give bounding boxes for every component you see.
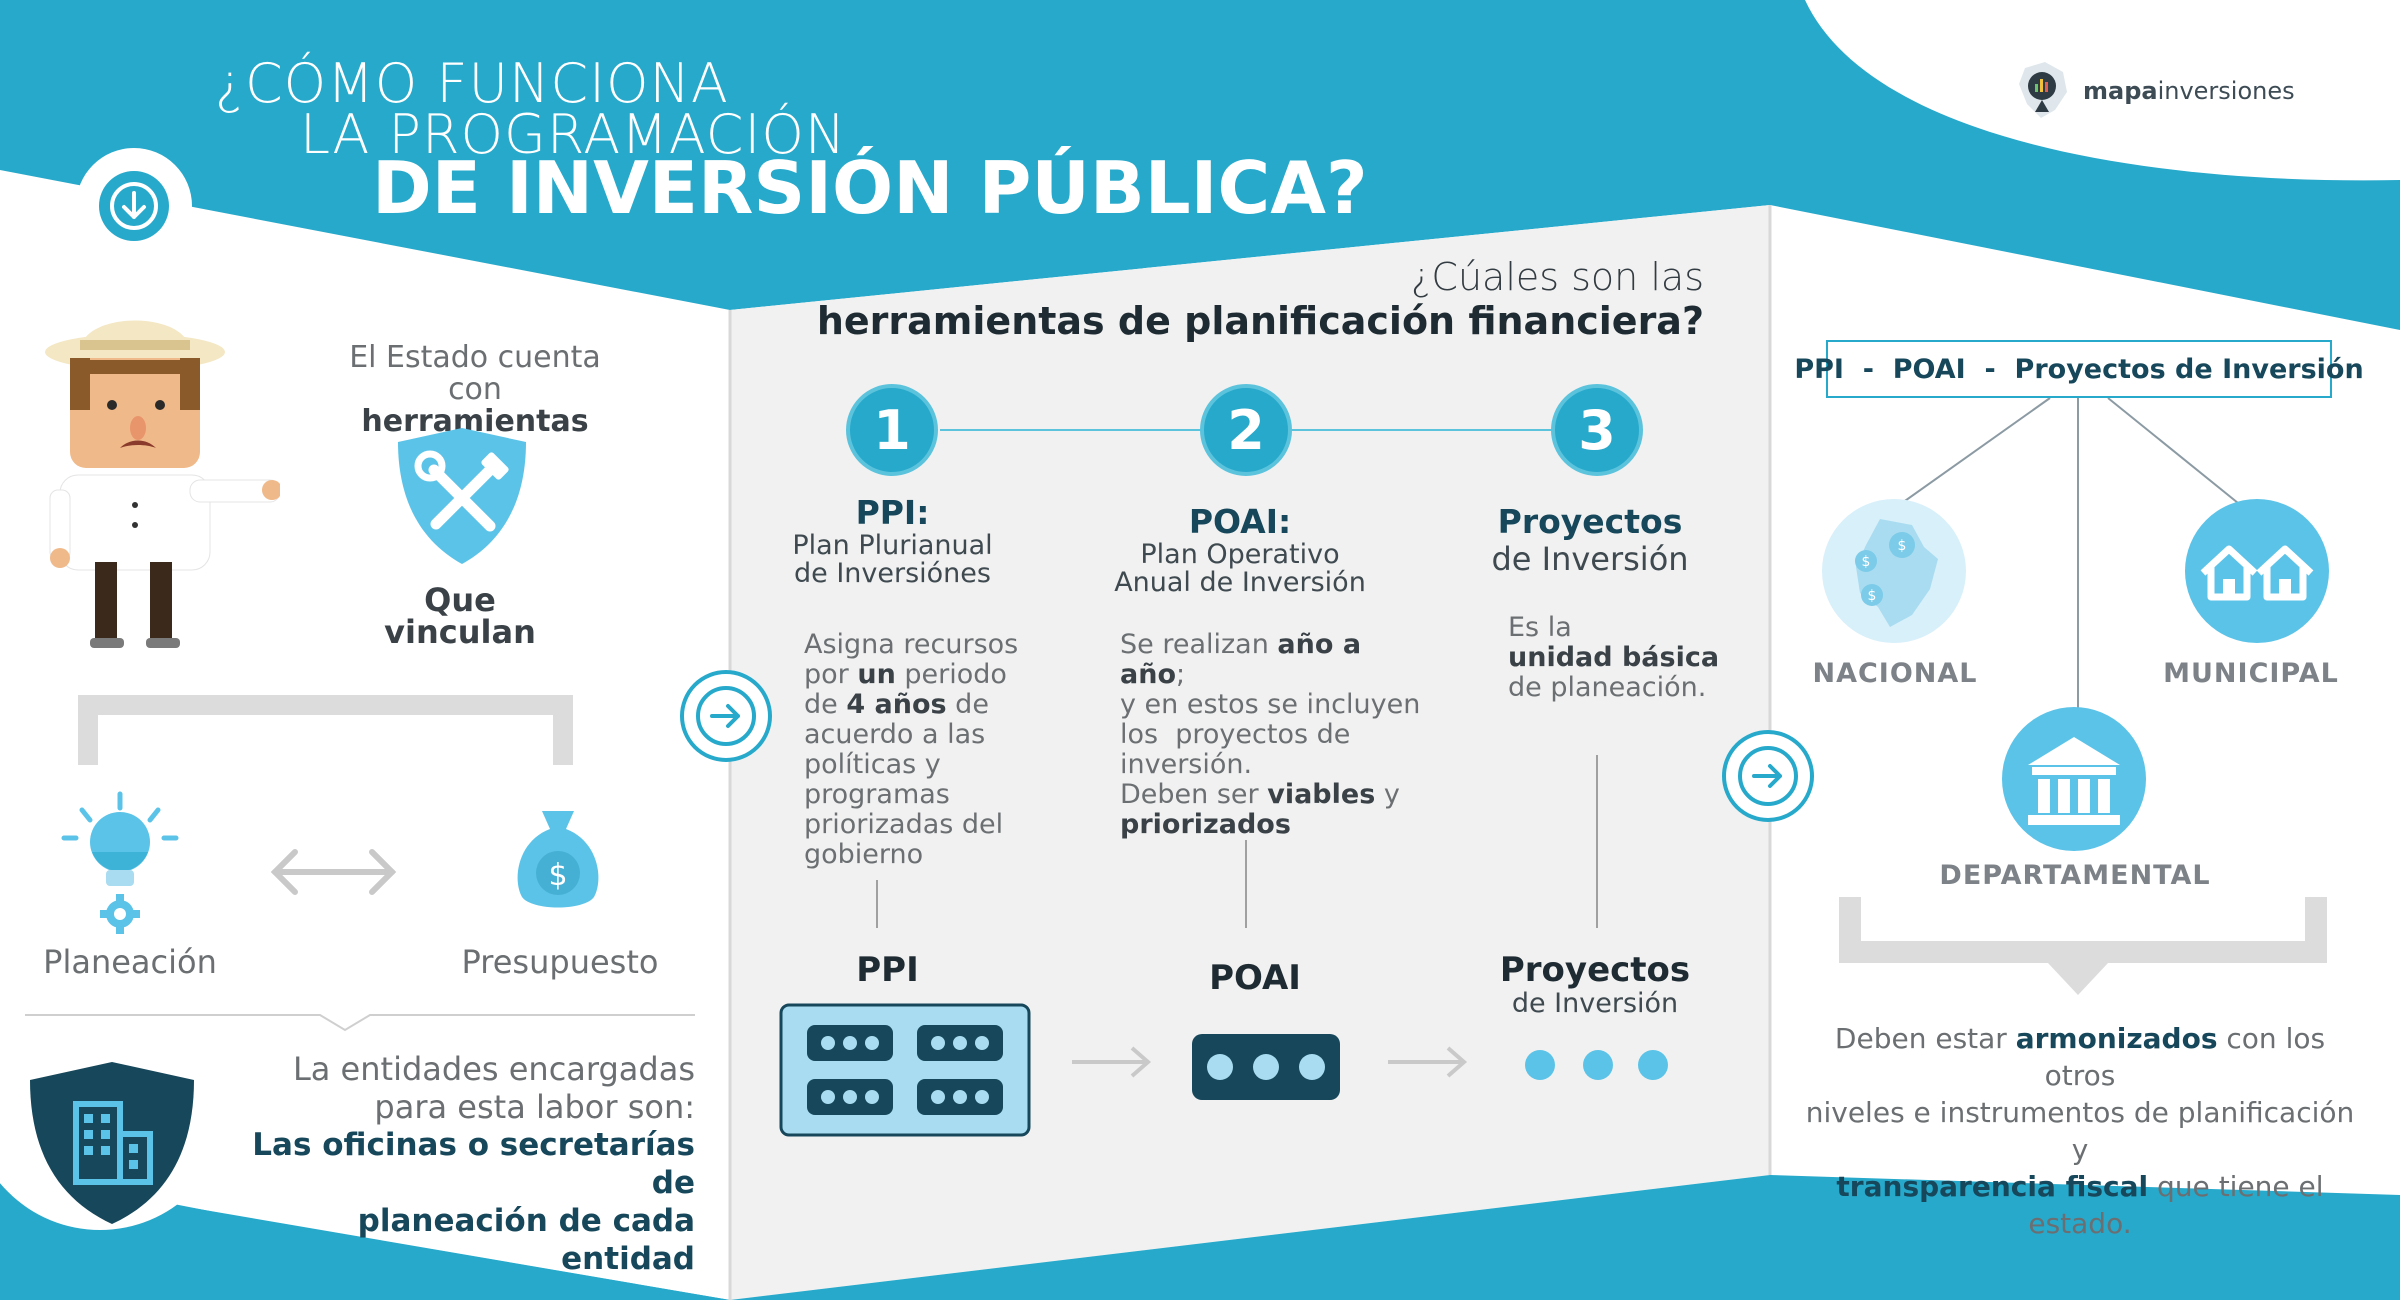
tools-question-line-1: ¿Cúales son las bbox=[1411, 255, 1704, 299]
scroll-down-button[interactable] bbox=[97, 169, 171, 243]
step-2-title: POAI: bbox=[1188, 502, 1292, 541]
desc-1-line: políticas y bbox=[804, 749, 941, 780]
desc-3-line: unidad básica bbox=[1508, 642, 1720, 673]
logo-map-icon bbox=[2019, 62, 2067, 118]
next-panel-button-1[interactable] bbox=[680, 670, 772, 762]
desc-3-line: Es la bbox=[1508, 612, 1572, 643]
harmonized-line-1: Deben estar armonizados con los otros bbox=[1834, 1022, 2326, 1092]
projects-dots-icon bbox=[1525, 1050, 1668, 1080]
title-line-1: ¿CÓMO FUNCIONA bbox=[215, 52, 729, 115]
desc-2-line: inversión. bbox=[1120, 749, 1253, 780]
entities-text: La entidades encargadas para esta labor … bbox=[220, 1050, 695, 1278]
step-2-sub-2: Anual de Inversión bbox=[1114, 567, 1366, 598]
bottom-projects-line-2: de Inversión bbox=[1511, 988, 1679, 1019]
desc-1-line: priorizadas del bbox=[804, 809, 1004, 840]
step-3-sub-1: de Inversión bbox=[1491, 540, 1689, 578]
step-1-header: PPI: Plan Plurianual de Inversiónes bbox=[760, 493, 1025, 588]
step-2-header: POAI: Plan Operativo Anual de Inversión bbox=[1100, 502, 1380, 597]
desc-1-line: por un periodo bbox=[804, 659, 1007, 690]
step-number-3: 3 bbox=[1551, 384, 1643, 476]
entities-line-2: para esta labor son: bbox=[374, 1088, 695, 1126]
desc-3-line: de planeación. bbox=[1508, 672, 1707, 703]
step-1-sub-2: de Inversiónes bbox=[794, 558, 991, 589]
bottom-projects-line-1: Proyectos bbox=[1499, 950, 1691, 990]
entities-bold-1: Las oficinas o secretarías de bbox=[252, 1127, 695, 1201]
desc-2-line: Se realizan año a año; bbox=[1120, 629, 1362, 690]
ppi-blocks-icon bbox=[779, 1003, 1031, 1137]
arrow-right-circle-icon bbox=[1738, 746, 1798, 806]
step-2-description: Se realizan año a año; y en estos se inc… bbox=[1120, 630, 1430, 840]
link-text-line-1: Que bbox=[424, 581, 496, 619]
harmonized-line-2: niveles e instrumentos de planificación … bbox=[1805, 1096, 2355, 1166]
budget-label: Presupuesto bbox=[461, 943, 659, 981]
step-number-2: 2 bbox=[1200, 384, 1292, 476]
desc-1-line: acuerdo a las bbox=[804, 719, 986, 750]
tools-list-box: PPI - POAI - Proyectos de Inversión bbox=[1794, 340, 2364, 398]
desc-1-line: Asigna recursos bbox=[804, 629, 1019, 660]
desc-1-line: programas bbox=[804, 779, 950, 810]
step-2-sub-1: Plan Operativo bbox=[1140, 539, 1340, 570]
buildings-shield-icon bbox=[30, 1062, 194, 1224]
tools-shield-icon bbox=[398, 428, 526, 564]
step-3-title: Proyectos bbox=[1497, 502, 1683, 541]
harmonized-text: Deben estar armonizados con los otros ni… bbox=[1800, 1020, 2360, 1242]
state-text: El Estado cuenta con herramientas bbox=[330, 342, 620, 438]
nacional-label: NACIONAL bbox=[1812, 658, 1978, 689]
farmer-character-illustration bbox=[45, 320, 280, 648]
desc-2-line: Deben ser viables y bbox=[1120, 779, 1400, 810]
state-text-pre: El Estado cuenta con bbox=[349, 340, 601, 407]
desc-2-line: los proyectos de bbox=[1120, 719, 1351, 750]
desc-2-line: priorizados bbox=[1120, 809, 1291, 840]
bottom-poai-label: POAI bbox=[1209, 958, 1301, 998]
link-text: Que vinculan bbox=[355, 584, 565, 648]
desc-1-line: gobierno bbox=[804, 839, 924, 870]
logo-text: mapainversiones bbox=[2083, 77, 2295, 105]
step-1-title: PPI: bbox=[855, 493, 930, 532]
arrow-right-circle-icon bbox=[696, 686, 756, 746]
svg-text:$: $ bbox=[1898, 538, 1907, 554]
tools-question-line-2: herramientas de planificación financiera… bbox=[816, 299, 1704, 343]
desc-1-line: de 4 años de bbox=[804, 689, 989, 720]
tools-question: ¿Cúales son las herramientas de planific… bbox=[817, 255, 1704, 343]
entities-bold-2: planeación de cada entidad bbox=[357, 1203, 695, 1277]
bottom-projects-label: Proyectos de Inversión bbox=[1490, 950, 1700, 1018]
svg-text:$: $ bbox=[1862, 554, 1871, 570]
planning-label: Planeación bbox=[43, 943, 217, 981]
departamental-label: DEPARTAMENTAL bbox=[1939, 860, 2211, 891]
step-number-1: 1 bbox=[846, 384, 938, 476]
step-1-sub-1: Plan Plurianual bbox=[792, 530, 993, 561]
step-3-description: Es la unidad básica de planeación. bbox=[1508, 613, 1728, 703]
bottom-ppi-label: PPI bbox=[856, 950, 919, 990]
harmonized-line-3: transparencia fiscal que tiene el estado… bbox=[1836, 1170, 2324, 1240]
municipal-label: MUNICIPAL bbox=[2163, 658, 2339, 689]
poai-block-icon bbox=[1192, 1034, 1340, 1100]
link-text-line-2: vinculan bbox=[384, 613, 536, 651]
national-map-icon: $ $ $ bbox=[1822, 499, 1966, 643]
step-3-header: Proyectos de Inversión bbox=[1470, 502, 1710, 577]
arrow-down-circle-icon bbox=[99, 171, 169, 241]
svg-text:$: $ bbox=[1868, 588, 1877, 604]
title-line-3: DE INVERSIÓN PÚBLICA? bbox=[372, 146, 1368, 230]
dollar-sign-glyph: $ bbox=[548, 858, 567, 893]
desc-2-line: y en estos se incluyen bbox=[1120, 689, 1421, 720]
title-line-2: LA PROGRAMACIÓN bbox=[300, 103, 847, 166]
money-bag-icon: $ bbox=[517, 811, 599, 908]
step-1-description: Asigna recursos por un periodo de 4 años… bbox=[804, 630, 1044, 870]
entities-line-1: La entidades encargadas bbox=[292, 1050, 695, 1088]
municipal-houses-icon bbox=[2185, 499, 2329, 643]
next-panel-button-2[interactable] bbox=[1722, 730, 1814, 822]
departmental-building-icon bbox=[2002, 707, 2146, 851]
lightbulb-gear-icon bbox=[61, 791, 179, 934]
logo: mapainversiones bbox=[2015, 60, 2295, 122]
